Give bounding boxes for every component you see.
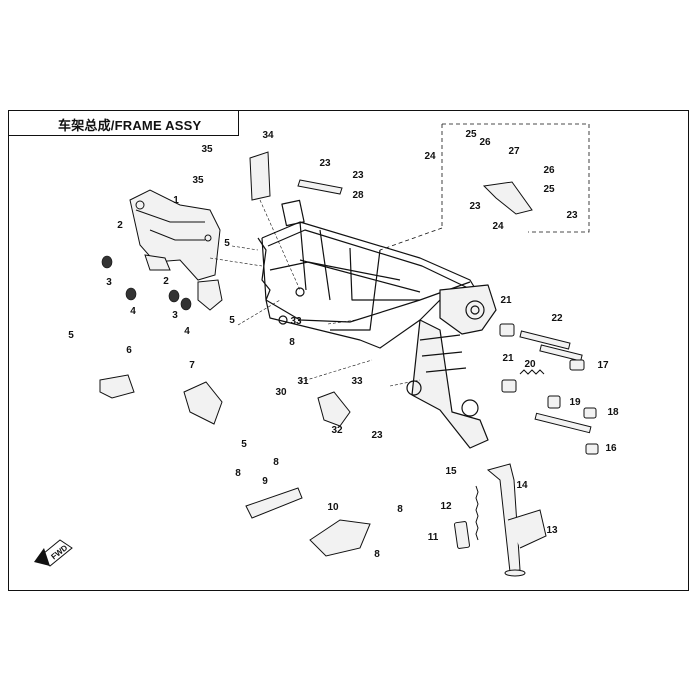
callout-c8c: 8 — [273, 457, 279, 468]
callout-c3a: 3 — [106, 277, 112, 288]
shafts-bolts — [499, 323, 599, 455]
callout-c21a: 21 — [500, 295, 512, 306]
callout-c5b: 5 — [229, 315, 235, 326]
callout-c20: 20 — [524, 359, 536, 370]
callout-c27: 27 — [508, 146, 520, 157]
callout-c17: 17 — [597, 360, 609, 371]
side-stand — [454, 463, 547, 577]
callout-c2a: 2 — [117, 220, 123, 231]
callout-c8b: 8 — [235, 468, 241, 479]
callout-c26a: 26 — [479, 137, 491, 148]
drawing-border — [8, 110, 689, 591]
callout-c10: 10 — [327, 502, 339, 513]
callout-c21b: 21 — [502, 353, 514, 364]
diagram-title: 车架总成/FRAME ASSY — [58, 118, 202, 133]
callout-c7: 7 — [189, 360, 195, 371]
callout-c3b: 3 — [172, 310, 178, 321]
callout-c23e: 23 — [371, 430, 383, 441]
callout-c5c: 5 — [68, 330, 74, 341]
callout-c8a: 8 — [289, 337, 295, 348]
callout-c8e: 8 — [374, 549, 380, 560]
callout-c24b: 24 — [492, 221, 504, 232]
callout-c25b: 25 — [543, 184, 555, 195]
callout-c4a: 4 — [130, 306, 136, 317]
callout-c1: 1 — [173, 195, 179, 206]
callout-c24a: 24 — [424, 151, 436, 162]
callout-c14: 14 — [516, 480, 528, 491]
callout-c9: 9 — [262, 476, 268, 487]
callout-c34: 34 — [262, 130, 274, 141]
callout-c26b: 26 — [543, 165, 555, 176]
callout-c30: 30 — [275, 387, 287, 398]
fwd-arrow-icon: FWD — [34, 539, 73, 567]
callout-c23c: 23 — [469, 201, 481, 212]
callout-c23b: 23 — [352, 170, 364, 181]
callout-c5a: 5 — [224, 238, 230, 249]
callout-c35b: 35 — [192, 175, 204, 186]
callout-c8d: 8 — [397, 504, 403, 515]
callout-c2b: 2 — [163, 276, 169, 287]
grommets — [101, 255, 192, 311]
callout-c35a: 35 — [201, 144, 213, 155]
callout-c15: 15 — [445, 466, 457, 477]
callout-c31: 31 — [297, 376, 309, 387]
callout-c23a: 23 — [319, 158, 331, 169]
callout-c16: 16 — [605, 443, 617, 454]
callout-c33a: 33 — [290, 316, 302, 327]
detail-inset — [379, 123, 590, 251]
callout-c11: 11 — [428, 532, 439, 543]
callout-c19: 19 — [569, 397, 581, 408]
callout-c28: 28 — [352, 190, 364, 201]
callout-layer: 1223344555567888889101112131415161718192… — [68, 129, 619, 560]
assembly-leaders — [209, 199, 421, 387]
callout-c12: 12 — [440, 501, 452, 512]
callout-c6: 6 — [126, 345, 132, 356]
callout-c18: 18 — [607, 407, 619, 418]
callout-c22: 22 — [551, 313, 563, 324]
callout-c32: 32 — [331, 425, 343, 436]
title-block — [8, 110, 239, 136]
small-brackets — [99, 151, 533, 557]
callout-c25a: 25 — [465, 129, 477, 140]
callout-c13: 13 — [546, 525, 558, 536]
part-1-head-bracket — [129, 189, 223, 311]
main-frame — [257, 199, 497, 449]
callout-c5d: 5 — [241, 439, 247, 450]
callout-c4b: 4 — [184, 326, 190, 337]
callout-c23d: 23 — [566, 210, 578, 221]
callout-c33b: 33 — [351, 376, 363, 387]
